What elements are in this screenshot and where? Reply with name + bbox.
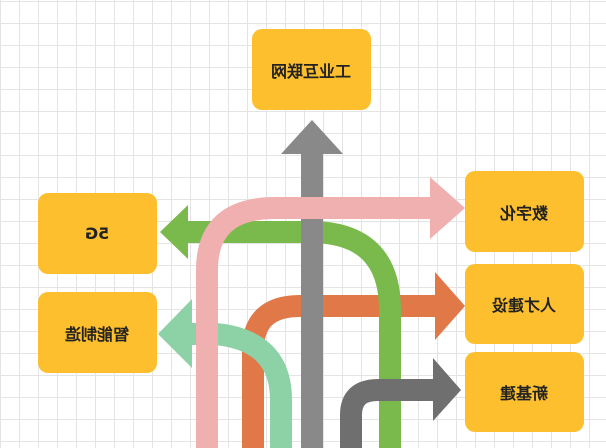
node-label: 数字化	[500, 203, 549, 223]
orange-arrowhead	[435, 272, 465, 340]
node-smart-manufacturing[interactable]: 智能制造	[38, 292, 157, 373]
node-talent-building[interactable]: 人才建设	[465, 264, 584, 344]
pink-arrowhead	[430, 177, 465, 239]
teal-arrowhead	[158, 299, 192, 368]
pink-arrow-to-digitalization	[196, 197, 432, 448]
node-label: 智能制造	[65, 324, 130, 344]
node-5g[interactable]: 5G	[38, 193, 157, 274]
node-digitalization[interactable]: 数字化	[465, 171, 584, 252]
node-label: 5G	[85, 224, 110, 243]
teal-arrow-to-manufacturing	[190, 323, 292, 448]
node-industrial-internet[interactable]: 工业互联网	[252, 29, 371, 110]
node-label: 人才建设	[492, 296, 557, 315]
darkgray-arrowhead	[433, 358, 461, 421]
green-arrowhead	[160, 205, 188, 259]
darkgray-arrow-to-new-infrastructure	[340, 379, 435, 448]
node-label: 新基建	[500, 384, 549, 403]
node-label: 工业互联网	[271, 61, 352, 81]
gray-arrowhead	[281, 120, 343, 154]
node-new-infrastructure[interactable]: 新基建	[465, 352, 584, 432]
